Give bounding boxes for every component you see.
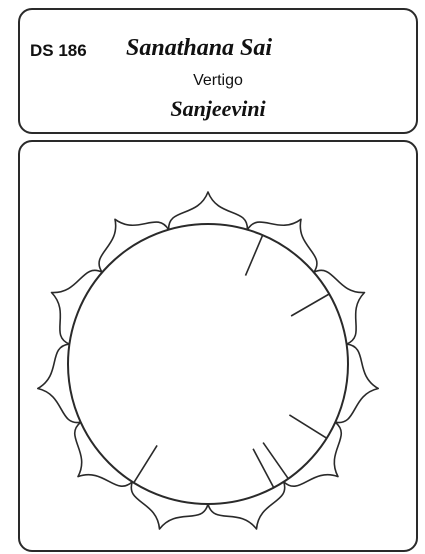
marker-lines-group xyxy=(134,235,329,488)
petal-outline-group xyxy=(38,192,378,529)
marker-line xyxy=(291,294,329,316)
marker-line xyxy=(289,415,326,438)
marker-line xyxy=(134,445,157,482)
petal-outline xyxy=(38,344,81,422)
inner-circle xyxy=(68,224,348,504)
petal-outline xyxy=(335,344,378,422)
marker-line xyxy=(246,235,263,276)
